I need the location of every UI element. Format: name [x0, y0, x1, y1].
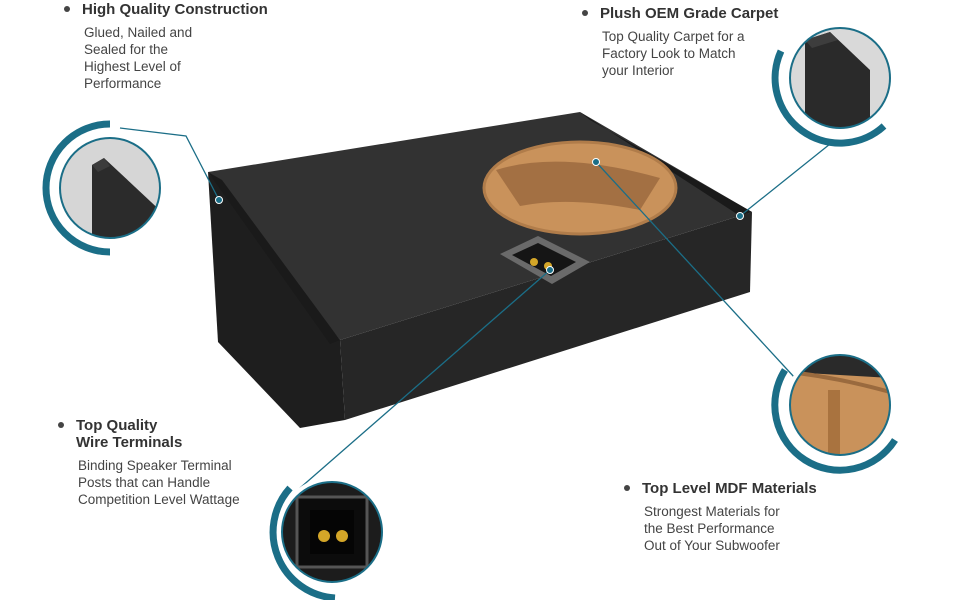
cutout-rim	[482, 140, 678, 236]
feature-carpet: Plush OEM Grade Carpet Top Quality Carpe…	[582, 5, 778, 79]
enclosure	[208, 112, 752, 428]
dot-construction	[215, 196, 223, 204]
bullet-icon	[64, 6, 70, 12]
enclosure-rear-lip	[580, 112, 752, 216]
feature-terminals-title: Top Quality Wire Terminals	[58, 417, 240, 451]
callout-mdf-arc	[771, 368, 898, 474]
dot-mdf	[592, 158, 600, 166]
callout-terminals-arc	[269, 485, 336, 600]
feature-construction: High Quality Construction Glued, Nailed …	[64, 1, 268, 92]
leader-carpet	[739, 139, 836, 217]
callout-construction-arc	[42, 120, 111, 256]
bullet-icon	[624, 485, 630, 491]
leader-construction	[119, 127, 220, 201]
dot-carpet	[736, 212, 744, 220]
feature-construction-desc: Glued, Nailed and Sealed for the Highest…	[84, 25, 193, 91]
bullet-icon	[582, 10, 588, 16]
feature-terminals-desc: Binding Speaker Terminal Posts that can …	[78, 458, 240, 507]
feature-mdf-title: Top Level MDF Materials	[624, 480, 817, 497]
dot-terminals	[546, 266, 554, 274]
callout-mdf	[771, 350, 898, 474]
feature-mdf: Top Level MDF Materials Strongest Materi…	[624, 480, 817, 554]
callout-carpet-arc	[771, 49, 887, 147]
enclosure-side-face	[340, 212, 752, 420]
enclosure-left-lip	[208, 172, 340, 344]
leader-mdf	[595, 161, 796, 379]
leader-terminals	[299, 269, 551, 489]
feature-terminals: Top Quality Wire Terminals Binding Speak…	[58, 417, 240, 508]
leader-lines	[119, 127, 836, 489]
leader-dots	[215, 158, 744, 274]
callout-construction	[42, 120, 165, 256]
callout-terminals	[269, 477, 387, 600]
bullet-icon	[58, 422, 64, 428]
feature-construction-title: High Quality Construction	[64, 1, 268, 18]
terminal-plate	[500, 236, 590, 284]
enclosure-front-face	[208, 172, 345, 428]
feature-mdf-desc: Strongest Materials for the Best Perform…	[644, 504, 780, 553]
cutout-inner-shadow	[496, 161, 660, 210]
feature-carpet-desc: Top Quality Carpet for a Factory Look to…	[602, 29, 745, 78]
feature-carpet-title: Plush OEM Grade Carpet	[582, 5, 778, 22]
callout-carpet	[771, 23, 895, 147]
